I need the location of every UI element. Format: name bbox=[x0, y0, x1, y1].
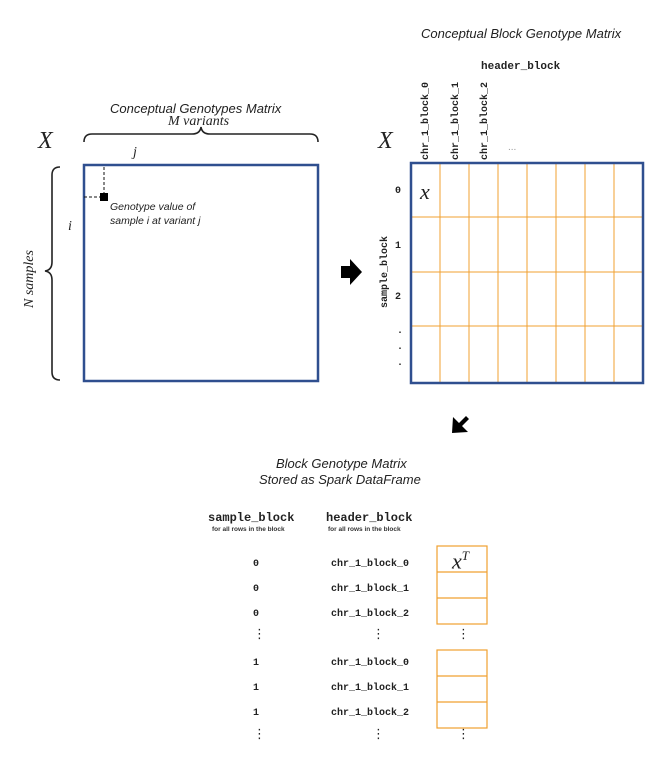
genotype-cell-marker bbox=[100, 193, 108, 201]
genotype-matrix bbox=[82, 163, 320, 383]
row-header: 1 bbox=[395, 241, 402, 252]
header-block-label: header_block bbox=[481, 61, 561, 73]
row-header: 0 bbox=[395, 186, 402, 197]
more-rows-dot: . bbox=[397, 358, 404, 369]
row-sample-block: 1 bbox=[253, 658, 260, 669]
column-header: chr_1_block_1 bbox=[451, 81, 462, 160]
sample-block-label: sample_block bbox=[380, 235, 391, 308]
stored-cells bbox=[436, 545, 488, 729]
block-symbol: x bbox=[420, 179, 430, 204]
cell-annotation-line2: sample i at variant j bbox=[110, 215, 201, 227]
down-left-arrow bbox=[452, 416, 469, 433]
cell-annotation-line1: Genotype value of bbox=[110, 201, 196, 213]
col1-subheader: for all rows in the block bbox=[212, 526, 285, 533]
row-sample-block: 1 bbox=[253, 683, 260, 694]
block-genotype-matrix bbox=[409, 161, 645, 385]
row-header-block: chr_1_block_0 bbox=[331, 658, 410, 669]
row-ellipsis: ⋮ bbox=[457, 627, 470, 642]
row-header-block: chr_1_block_1 bbox=[331, 683, 410, 694]
col1-header: sample_block bbox=[208, 511, 295, 525]
left-panel-title: Conceptual Genotypes Matrix bbox=[110, 101, 282, 116]
block-grid bbox=[411, 163, 643, 383]
cell-symbol: xT bbox=[452, 548, 469, 574]
column-header: chr_1_block_2 bbox=[480, 81, 491, 160]
more-rows-dot: . bbox=[397, 326, 404, 337]
right-panel-title: Conceptual Block Genotype Matrix bbox=[421, 26, 622, 41]
col2-subheader: for all rows in the block bbox=[328, 526, 401, 533]
col-index-label: j bbox=[133, 145, 137, 160]
row-header-block: chr_1_block_2 bbox=[331, 609, 410, 620]
row-sample-block: 0 bbox=[253, 609, 260, 620]
bottom-title-line1: Block Genotype Matrix bbox=[276, 456, 407, 471]
rows-brace bbox=[44, 166, 61, 381]
col2-header: header_block bbox=[326, 511, 413, 525]
columns-brace bbox=[83, 126, 319, 143]
row-ellipsis: ⋮ bbox=[253, 627, 266, 642]
cell-symbol-transpose: T bbox=[461, 548, 469, 563]
row-header-block: chr_1_block_1 bbox=[331, 584, 410, 595]
columns-label: M variants bbox=[168, 114, 230, 129]
left-matrix-symbol: X bbox=[38, 128, 53, 154]
bottom-title-line2: Stored as Spark DataFrame bbox=[259, 472, 421, 487]
row-sample-block: 1 bbox=[253, 708, 260, 719]
row-ellipsis: ⋮ bbox=[457, 727, 470, 742]
row-ellipsis: ⋮ bbox=[372, 627, 385, 642]
cell-symbol-x: x bbox=[452, 548, 462, 574]
row-ellipsis: ⋮ bbox=[372, 727, 385, 742]
more-columns-ellipsis: ... bbox=[508, 142, 517, 153]
column-header: chr_1_block_0 bbox=[421, 81, 432, 160]
row-header: 2 bbox=[395, 292, 402, 303]
right-arrow bbox=[341, 259, 362, 285]
row-ellipsis: ⋮ bbox=[253, 727, 266, 742]
row-header-block: chr_1_block_0 bbox=[331, 559, 410, 570]
right-matrix-symbol: X bbox=[378, 128, 393, 154]
row-sample-block: 0 bbox=[253, 584, 260, 595]
more-rows-dot: . bbox=[397, 342, 404, 353]
row-index-label: i bbox=[68, 219, 72, 234]
row-sample-block: 0 bbox=[253, 559, 260, 570]
row-header-block: chr_1_block_2 bbox=[331, 708, 410, 719]
